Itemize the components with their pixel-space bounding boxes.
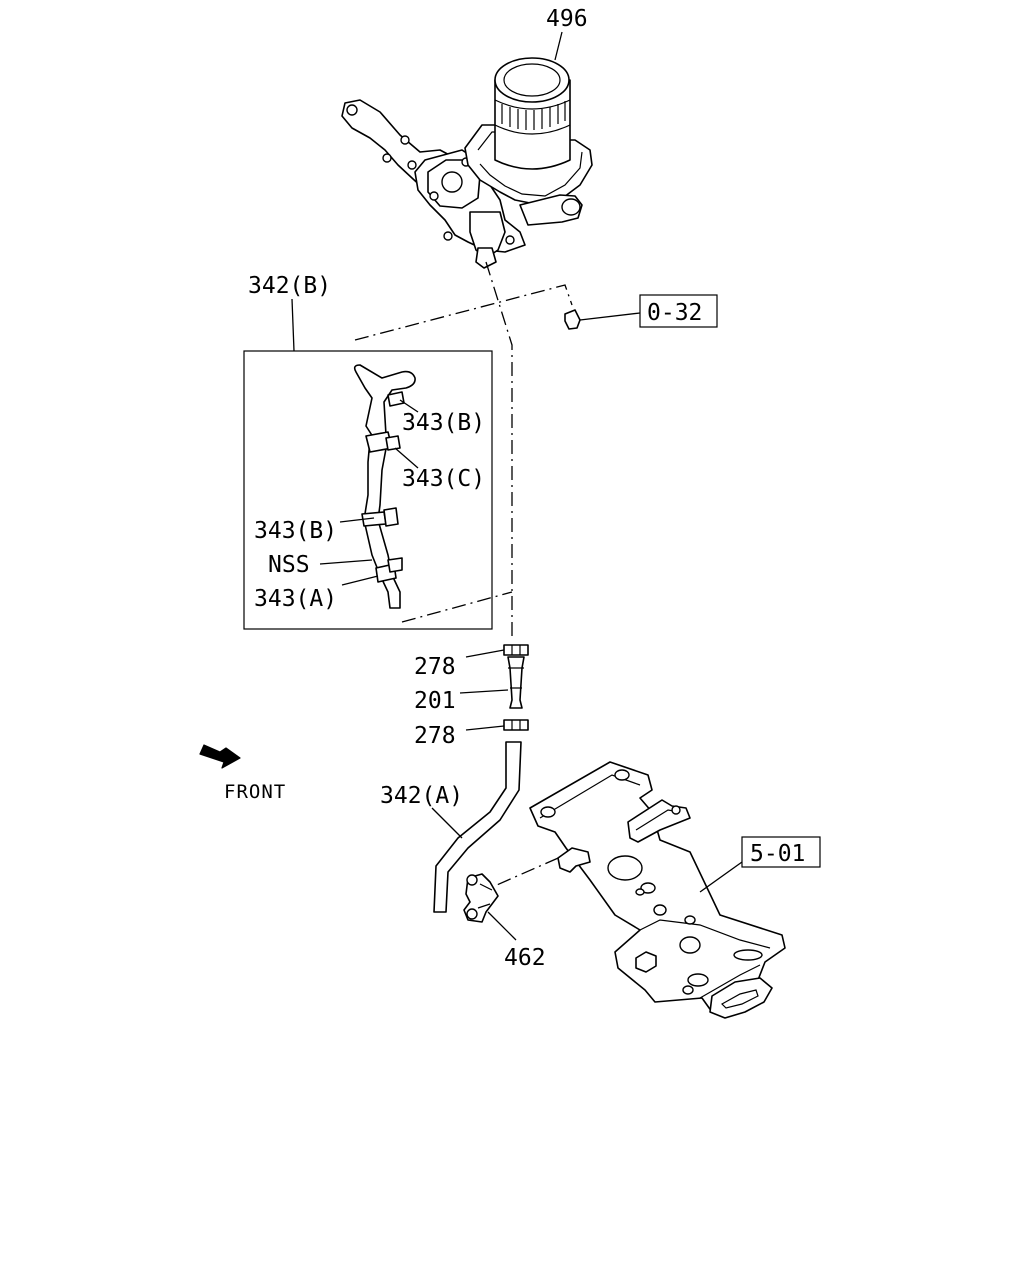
hose-342a — [433, 741, 522, 913]
leader-nss — [319, 559, 373, 565]
part-label-343a: 343(A) — [254, 586, 337, 612]
leader-343c — [394, 447, 419, 469]
part-label-201: 201 — [414, 688, 456, 714]
part-label-343b-mid: 343(B) — [254, 518, 337, 544]
reference-label-0-32[interactable]: 0-32 — [647, 300, 702, 326]
part-label-278-bot: 278 — [414, 723, 456, 749]
detail-box-342b — [243, 350, 493, 630]
part-label-496: 496 — [546, 6, 588, 32]
reference-box-0-32[interactable] — [639, 294, 718, 328]
part-label-343c: 343(C) — [402, 466, 485, 492]
plug-0-32 — [564, 309, 581, 330]
leader-278-top — [465, 649, 505, 658]
leader-462 — [487, 911, 517, 941]
clip-462 — [463, 873, 499, 923]
part-label-278-top: 278 — [414, 654, 456, 680]
leader-278-bot — [465, 725, 505, 731]
front-label: FRONT — [224, 781, 286, 803]
part-label-342a: 342(A) — [380, 783, 463, 809]
part-label-342b: 342(B) — [248, 273, 331, 299]
part-label-nss: NSS — [268, 552, 310, 578]
dashed-line-clip — [473, 854, 566, 896]
leader-0-32 — [579, 312, 641, 321]
part-label-343b-top: 343(B) — [402, 410, 485, 436]
front-arrow-icon — [199, 744, 241, 769]
leader-343a — [341, 575, 379, 586]
leader-496 — [554, 31, 563, 61]
leader-343b-top — [399, 399, 419, 413]
hose-342b — [353, 364, 416, 609]
dashed-line-main — [485, 261, 513, 640]
leader-343b-mid — [339, 517, 375, 523]
clamp-343b-top — [387, 391, 405, 407]
bracket-5-01 — [529, 761, 786, 1019]
fitting-stack — [503, 644, 529, 731]
leader-342b — [291, 298, 295, 352]
part-label-462: 462 — [504, 945, 546, 971]
filter-assembly-496 — [341, 57, 593, 269]
leader-5-01 — [699, 861, 743, 893]
leader-342a — [431, 807, 463, 839]
dashed-line-lower — [401, 591, 513, 623]
leader-201 — [459, 689, 509, 694]
dashed-line-upper — [354, 284, 573, 341]
reference-box-5-01[interactable] — [741, 836, 821, 868]
reference-label-5-01[interactable]: 5-01 — [750, 841, 805, 867]
